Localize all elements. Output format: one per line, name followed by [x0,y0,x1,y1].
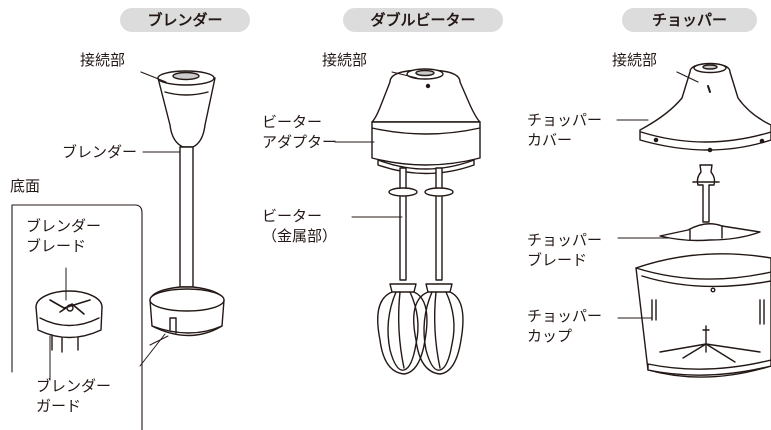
beater-adapter-label-line2: アダプター [262,133,338,151]
chopper-cover-label: チョッパー カバー [527,110,602,150]
chopper-title: チョッパー [622,8,757,32]
blender-guard-label-line2: ガード [36,397,82,415]
blender-guard-label-line1: ブレンダー [36,377,112,395]
chopper-blade-label-line1: チョッパー [527,231,603,249]
blender-blade-label-line2: ブレード [26,237,87,255]
chopper-cover-label-line2: カバー [527,131,573,149]
beater-metal-label: ビーター （金属部） [262,206,337,246]
blender-shaft-label: ブレンダー [62,143,138,161]
chopper-cup-label-line2: カップ [527,327,573,345]
blender-guard-label: ブレンダー ガード [36,376,111,416]
blender-blade-detail [35,267,103,381]
beater-connector-label: 接続部 [322,51,368,69]
blender-illustration [139,70,225,367]
chopper-cover-label-line1: チョッパー [527,111,603,129]
chopper-blade-label: チョッパー ブレード [527,230,602,270]
blender-title: ブレンダー [120,8,250,32]
beater-metal-label-line1: ビーター [262,207,323,225]
beater-adapter-label: ビーター アダプター [262,112,337,152]
chopper-connector-label: 接続部 [612,51,658,69]
blender-blade-label-line1: ブレンダー [26,217,102,235]
chopper-blade-label-line2: ブレード [527,251,588,269]
blender-blade-label: ブレンダー ブレード [26,216,101,256]
beater-adapter-label-line1: ビーター [262,113,323,131]
blender-bottom-label: 底面 [10,177,41,195]
blender-connector-label: 接続部 [80,51,126,69]
chopper-illustration [635,62,771,378]
chopper-cup-label-line1: チョッパー [527,307,603,325]
beater-illustration [371,68,481,375]
chopper-cup-label: チョッパー カップ [527,306,602,346]
beater-title: ダブルビーター [343,8,503,32]
beater-metal-label-line2: （金属部） [262,227,338,245]
